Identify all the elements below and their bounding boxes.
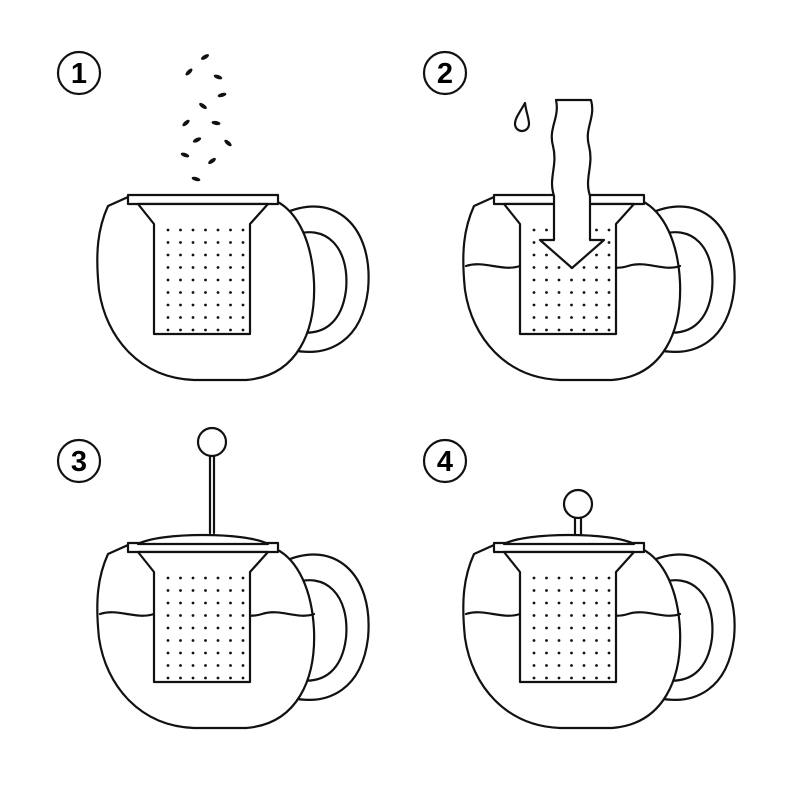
step-1-number-badge: 1 (56, 50, 102, 96)
step-2-number: 2 (437, 58, 453, 90)
water-drop-icon (513, 101, 531, 133)
step-3-panel: 3 (56, 426, 370, 730)
step-1-number: 1 (71, 58, 87, 90)
step-4-panel: 4 (422, 438, 736, 730)
teapot-icon (96, 426, 370, 730)
strainer-icon (502, 550, 636, 684)
handle (281, 205, 370, 353)
plunger-icon (136, 426, 270, 546)
strainer-icon (136, 550, 270, 684)
step-3-number-badge: 3 (56, 438, 102, 484)
teapot-icon (96, 193, 370, 382)
handle-inner (655, 231, 714, 334)
step-4-number: 4 (437, 446, 453, 478)
tea-leaves-icon (180, 54, 232, 182)
handle-inner (289, 231, 348, 334)
strainer-icon (136, 202, 270, 336)
step-2-panel: 2 (422, 50, 736, 382)
handle (647, 553, 736, 701)
step-4-number-badge: 4 (422, 438, 468, 484)
handle (281, 553, 370, 701)
teapot-rim (126, 193, 280, 206)
handle-inner (655, 579, 714, 682)
step-1-panel: 1 (56, 50, 370, 382)
hot-water-pour-icon (538, 98, 606, 270)
step-2-number-badge: 2 (422, 50, 468, 96)
step-3-number: 3 (71, 446, 87, 478)
teapot-icon (462, 193, 736, 382)
teapot-icon (462, 488, 736, 730)
plunger-icon (502, 488, 636, 546)
handle (647, 205, 736, 353)
handle-inner (289, 579, 348, 682)
